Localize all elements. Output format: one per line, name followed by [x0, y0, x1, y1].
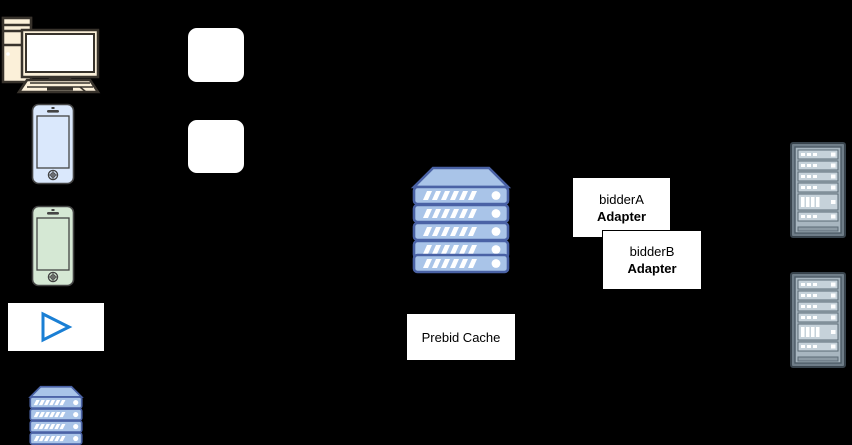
bidder-a-adapter-label: Adapter: [596, 208, 647, 224]
bidder-server-rack-bottom-icon[interactable]: [790, 272, 846, 368]
blank-card-top[interactable]: [188, 28, 244, 82]
prebid-cache-box[interactable]: Prebid Cache: [406, 313, 516, 361]
bidder-b-adapter-box[interactable]: bidderB Adapter: [602, 230, 702, 290]
bidder-b-name: bidderB: [629, 244, 675, 259]
bidder-a-name: bidderA: [599, 191, 644, 207]
desktop-computer-icon[interactable]: [1, 12, 118, 94]
prebid-cache-label: Prebid Cache: [421, 329, 501, 345]
video-player-icon[interactable]: [8, 303, 104, 351]
smartphone-blue-icon[interactable]: [31, 103, 75, 185]
bidder-a-adapter-box[interactable]: bidderA Adapter: [572, 177, 671, 238]
play-icon: [41, 311, 73, 343]
prebid-server-icon[interactable]: [410, 166, 512, 274]
smartphone-green-icon[interactable]: [31, 205, 75, 287]
blank-card-bottom[interactable]: [188, 120, 244, 173]
bidder-b-adapter-label: Adapter: [627, 261, 677, 276]
bidder-server-rack-top-icon[interactable]: [790, 142, 846, 238]
publisher-server-icon[interactable]: [24, 385, 88, 445]
